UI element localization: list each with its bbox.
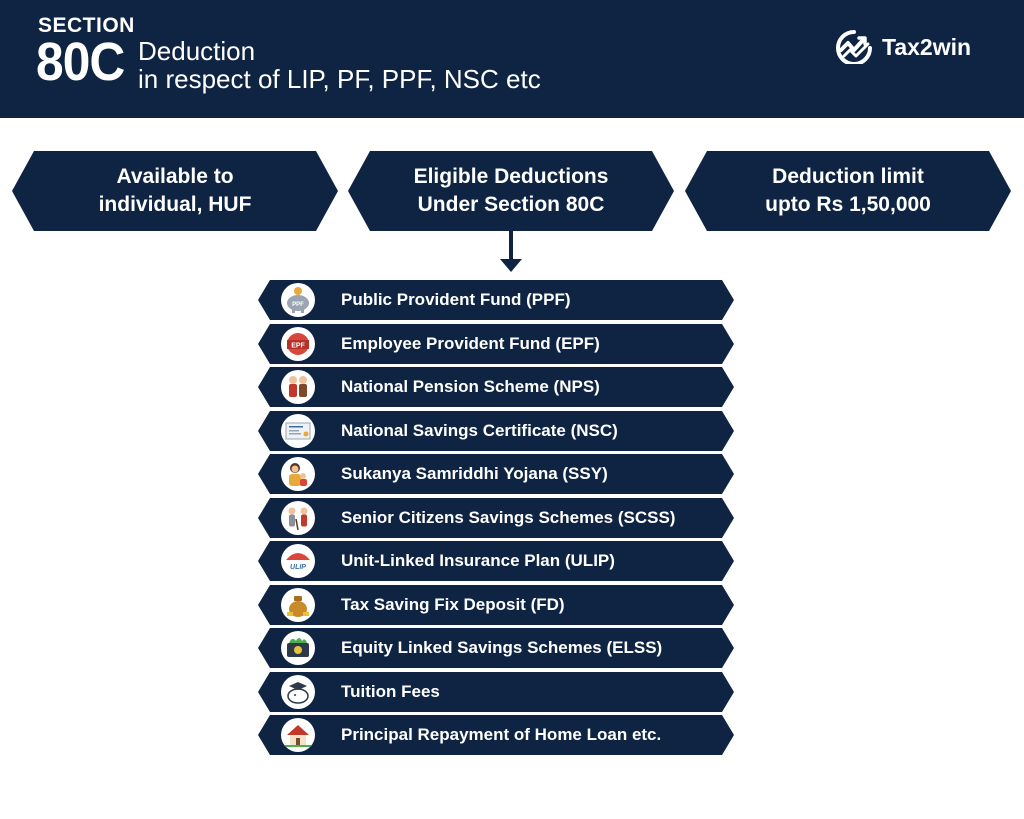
svg-text:ULIP: ULIP — [290, 564, 306, 571]
header-banner: SECTION 80C Deduction in respect of LIP,… — [0, 0, 1024, 118]
list-item-label: National Pension Scheme (NPS) — [341, 377, 600, 396]
tax2win-logo-icon — [836, 30, 872, 64]
page-title: Deduction — [138, 36, 256, 66]
list-item: National Savings Certificate (NSC) — [258, 410, 734, 451]
connector-arrow-line — [509, 231, 513, 261]
svg-text:EPF: EPF — [291, 342, 305, 349]
section-label: SECTION — [38, 14, 135, 37]
mother-child-icon — [281, 457, 315, 491]
epf-icon: EPF — [281, 326, 315, 361]
list-item-label: Tax Saving Fix Deposit (FD) — [341, 594, 565, 614]
section-number: 80C — [36, 32, 125, 92]
box-limit-line2: upto Rs 1,50,000 — [765, 193, 931, 216]
list-item: EPF Employee Provident Fund (EPF) — [258, 323, 734, 364]
list-item-label: Unit-Linked Insurance Plan (ULIP) — [341, 551, 615, 570]
box-limit-line1: Deduction limit — [772, 165, 924, 188]
certificate-icon — [281, 413, 315, 448]
list-item: Principal Repayment of Home Loan etc. — [258, 715, 734, 755]
list-item: Equity Linked Savings Schemes (ELSS) — [258, 628, 734, 668]
list-item: National Pension Scheme (NPS) — [258, 367, 734, 407]
list-item: ULIP Unit-Linked Insurance Plan (ULIP) — [258, 541, 734, 581]
svg-text:PPF: PPF — [292, 302, 304, 308]
money-bag-icon — [281, 587, 315, 622]
box-availability-line1: Available to — [116, 165, 234, 188]
elderly-couple-icon — [281, 370, 315, 404]
list-item-label: Principal Repayment of Home Loan etc. — [341, 725, 662, 744]
box-deduction-limit: Deduction limit upto Rs 1,50,000 — [685, 151, 1011, 231]
box-eligible-line2: Under Section 80C — [417, 193, 605, 216]
brand-name: Tax2win — [882, 33, 972, 60]
brand-logo: Tax2win — [834, 30, 971, 64]
list-item: Sukanya Samriddhi Yojana (SSY) — [258, 454, 734, 494]
list-item-label: National Savings Certificate (NSC) — [341, 420, 618, 440]
house-icon — [281, 718, 315, 752]
page-subtitle: in respect of LIP, PF, PPF, NSC etc — [138, 64, 541, 94]
list-item: PPF Public Provident Fund (PPF) — [258, 280, 734, 320]
list-item: Tax Saving Fix Deposit (FD) — [258, 584, 734, 625]
box-availability-line2: individual, HUF — [98, 193, 252, 216]
piggy-bank-icon: PPF — [281, 283, 315, 317]
graduation-piggy-icon — [281, 674, 315, 709]
list-item-label: Senior Citizens Savings Schemes (SCSS) — [341, 507, 676, 527]
senior-citizens-icon — [281, 500, 315, 535]
list-item-label: Public Provident Fund (PPF) — [341, 290, 571, 309]
list-item-label: Tuition Fees — [341, 681, 440, 701]
list-item-label: Employee Provident Fund (EPF) — [341, 333, 600, 353]
wallet-icon — [281, 631, 315, 665]
box-availability: Available to individual, HUF — [12, 151, 338, 231]
umbrella-icon: ULIP — [281, 544, 315, 578]
box-eligible-line1: Eligible Deductions — [413, 165, 609, 188]
box-eligible-deductions: Eligible Deductions Under Section 80C — [348, 151, 674, 231]
list-item-label: Equity Linked Savings Schemes (ELSS) — [341, 638, 663, 657]
list-item: Tuition Fees — [258, 671, 734, 712]
list-item-label: Sukanya Samriddhi Yojana (SSY) — [341, 464, 608, 483]
list-item: Senior Citizens Savings Schemes (SCSS) — [258, 497, 734, 538]
arrow-down-icon — [500, 259, 522, 272]
